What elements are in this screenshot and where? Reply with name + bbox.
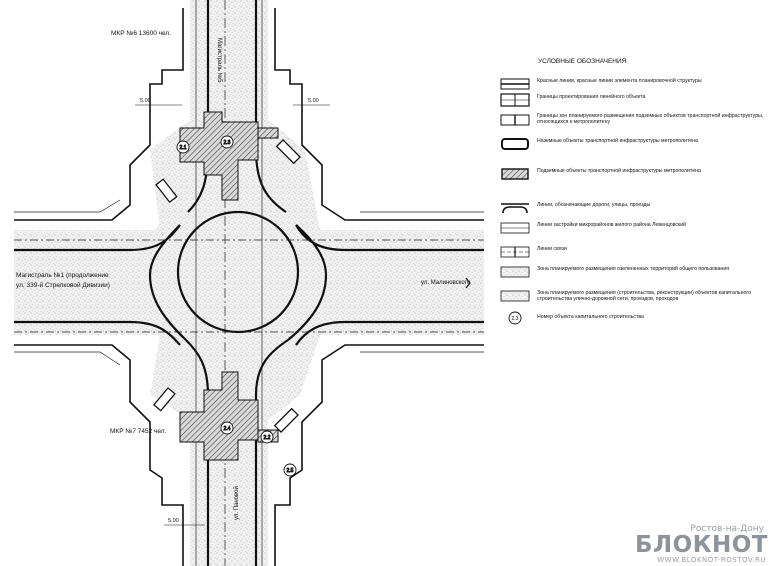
legend-item: Наземные объекты транспортной инфраструк… — [500, 136, 774, 154]
legend-item: Линии застройки микрорайонов жилого райо… — [500, 220, 774, 238]
legend-item: Подземные объекты транспортной инфрастру… — [500, 166, 774, 184]
communication-lines-icon — [500, 246, 530, 258]
mkr6-label: МКР №6 13600 чел. — [111, 30, 172, 37]
main-road-label-line1: Магистраль №1 (продолжение — [16, 272, 109, 279]
road-zone-icon — [500, 290, 530, 302]
underground-zone-boundary-icon — [500, 114, 530, 126]
legend-item: Зона планируемого размещения (строительс… — [500, 288, 774, 306]
east-road-label: ул. Малиновского — [421, 280, 471, 286]
legend-text: Границы зон планируемого размещения подз… — [537, 113, 764, 126]
green-zone-icon — [500, 266, 530, 278]
svg-text:2.4: 2.4 — [224, 426, 231, 432]
legend-text: Зона планируемого размещения (строительс… — [537, 290, 752, 303]
road-lines-icon — [501, 203, 529, 214]
underground-metro-objects — [179, 111, 279, 461]
object-marker: 2.4 — [220, 421, 234, 435]
legend-text: Границы проектирования линейного объекта — [537, 94, 646, 100]
design-boundary-icon — [500, 93, 530, 107]
object-marker: 2.3 — [220, 135, 234, 149]
dimension-lines — [135, 104, 330, 526]
dimension-label-nw: 5.00 — [140, 98, 151, 104]
object-number-icon: 2.3 — [508, 311, 522, 325]
legend-item: Границы зон планируемого размещения подз… — [500, 112, 774, 130]
legend-item: 2.3 Номер объекта капитального строитель… — [500, 310, 774, 328]
svg-text:2.1: 2.1 — [180, 145, 187, 151]
red-lines-icon — [500, 78, 530, 90]
legend-item: Линии связи — [500, 244, 774, 262]
watermark: Ростов-на-Дону БЛОКНОТ WWW.BLOKNOT-ROSTO… — [628, 524, 768, 564]
svg-text:2.5: 2.5 — [287, 468, 294, 474]
legend-text: Зона планируемого размещения озелененных… — [537, 266, 730, 272]
south-road-label: ул. Пановой — [234, 486, 240, 520]
legend-item: Красные линии, красные линии элемента пл… — [500, 76, 774, 94]
legend-text: Номер объекта капитального строительства — [537, 314, 644, 320]
ground-metro-objects — [152, 139, 301, 433]
dimension-label-ne: 5.00 — [308, 98, 319, 104]
svg-text:2.2: 2.2 — [264, 435, 271, 441]
svg-text:2.3: 2.3 — [512, 316, 519, 322]
legend-text: Линии связи — [537, 246, 567, 252]
legend-text: Подземные объекты транспортной инфрастру… — [537, 168, 701, 174]
watermark-url: WWW.BLOKNOT-ROSTOV.RU — [657, 556, 766, 564]
underground-metro-object-icon — [501, 168, 529, 180]
dimension-label-s: 5.00 — [168, 518, 179, 524]
mkr7-label: МКР №7 7452 чел. — [110, 428, 167, 435]
object-number-markers: 2.1 2.3 2.4 2.2 2.5 — [176, 135, 297, 477]
building-lines — [14, 0, 484, 566]
svg-text:2.3: 2.3 — [224, 140, 231, 146]
legend-item: Зона планируемого размещения озелененных… — [500, 264, 774, 282]
legend-text: Линии застройки микрорайонов жилого райо… — [537, 222, 686, 228]
object-marker: 2.2 — [260, 430, 274, 444]
legend-text: Наземные объекты транспортной инфраструк… — [537, 138, 698, 144]
north-road-label: Магистраль №5 — [216, 38, 222, 83]
direction-arrow-icon — [465, 277, 471, 289]
watermark-city: Ростов-на-Дону — [690, 524, 764, 534]
red-lines — [14, 8, 484, 566]
legend-item: Линии, обозначающие дороги, улицы, проез… — [500, 200, 774, 218]
watermark-logo: БЛОКНОТ — [635, 532, 768, 558]
object-marker: 2.1 — [176, 140, 190, 154]
ground-metro-object-icon — [501, 138, 529, 150]
legend-text: Красные линии, красные линии элемента пл… — [537, 78, 702, 84]
legend-text: Линии, обозначающие дороги, улицы, проез… — [537, 202, 651, 208]
building-lines-icon — [500, 222, 530, 234]
legend-title: УСЛОВНЫЕ ОБОЗНАЧЕНИЯ — [538, 58, 627, 65]
legend-item: Границы проектирования линейного объекта — [500, 92, 774, 110]
main-road-label-line2: ул. 339-й Стрелковой Дивизии) — [16, 282, 110, 289]
object-marker: 2.5 — [283, 463, 297, 477]
